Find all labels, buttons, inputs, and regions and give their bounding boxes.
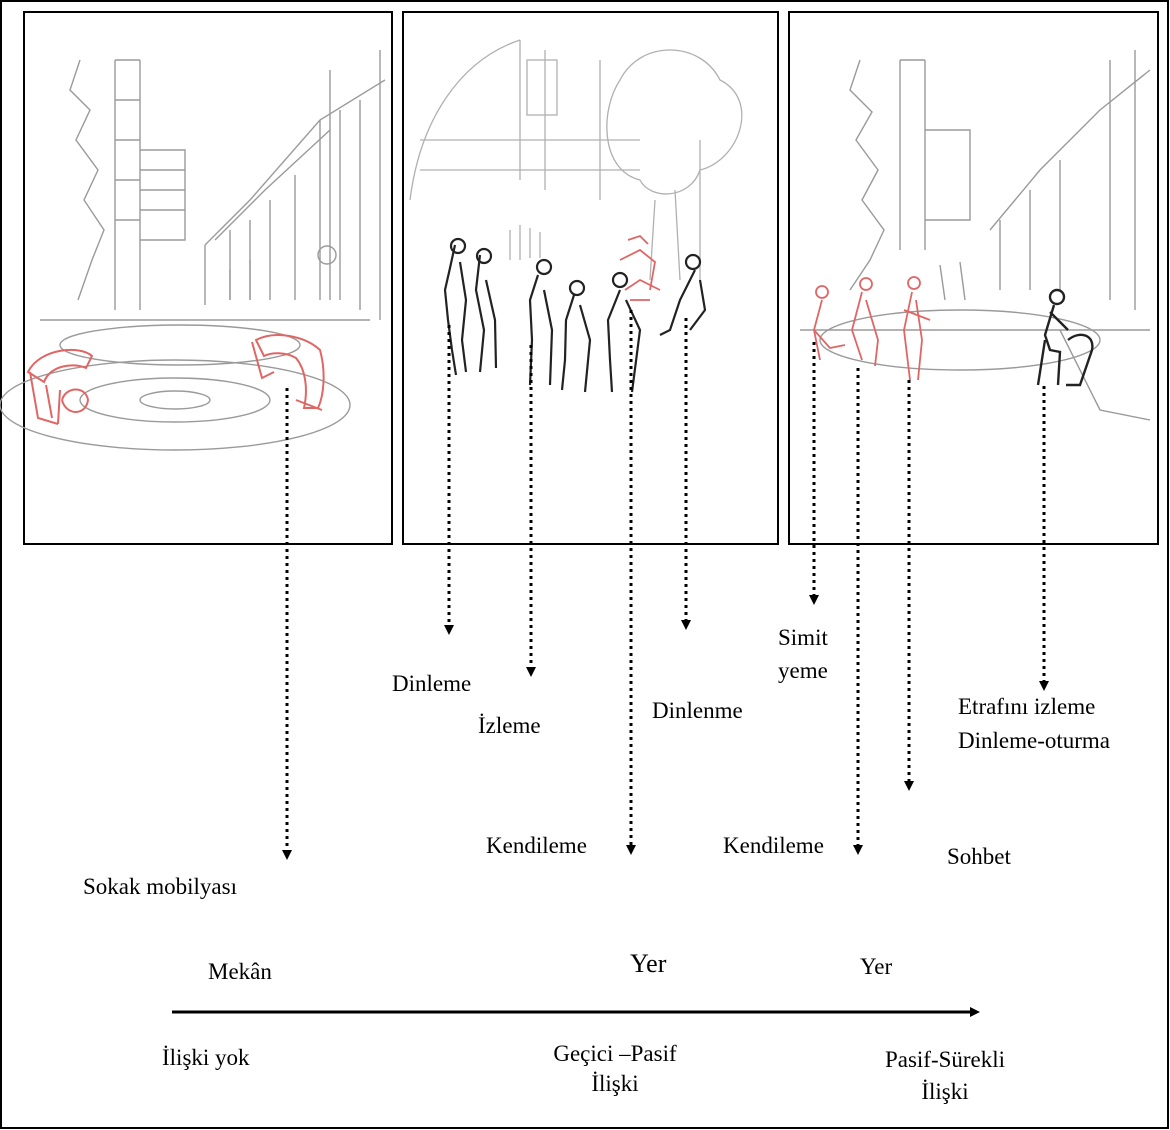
label-kendileme-1: Kendileme [486, 833, 587, 858]
label-kendileme-2: Kendileme [723, 833, 824, 858]
scale-gecici-iliski: İlişki [591, 1071, 639, 1096]
dotted-arrows [282, 310, 1049, 860]
scale-iliski-yok: İlişki yok [162, 1045, 250, 1070]
label-dinlenme: Dinlenme [652, 698, 743, 723]
label-dinleme-oturma: Dinleme-oturma [958, 728, 1111, 753]
label-simit: Simit [778, 625, 828, 650]
sketch-panel-3 [788, 11, 1159, 545]
sketch-panel-2 [402, 11, 779, 545]
label-yeme: yeme [778, 658, 828, 683]
scale-yer-2: Yer [860, 954, 893, 979]
label-etrafini-izleme: Etrafını izleme [958, 694, 1096, 719]
scale-gecici-pasif: Geçici –Pasif [553, 1041, 677, 1066]
label-sokak-mobilyasi: Sokak mobilyası [83, 874, 237, 899]
scale-yer-1: Yer [630, 949, 667, 978]
scale-surekli-pasif: Pasif-Sürekli [884, 1047, 1006, 1072]
label-izleme: İzleme [478, 713, 541, 738]
label-dinleme: Dinleme [392, 671, 472, 696]
label-sohbet: Sohbet [947, 844, 1011, 869]
sketch-panel-1 [0, 11, 393, 545]
scale-mekan: Mekân [208, 959, 272, 984]
scale-surekli-iliski: İlişki [921, 1079, 969, 1104]
